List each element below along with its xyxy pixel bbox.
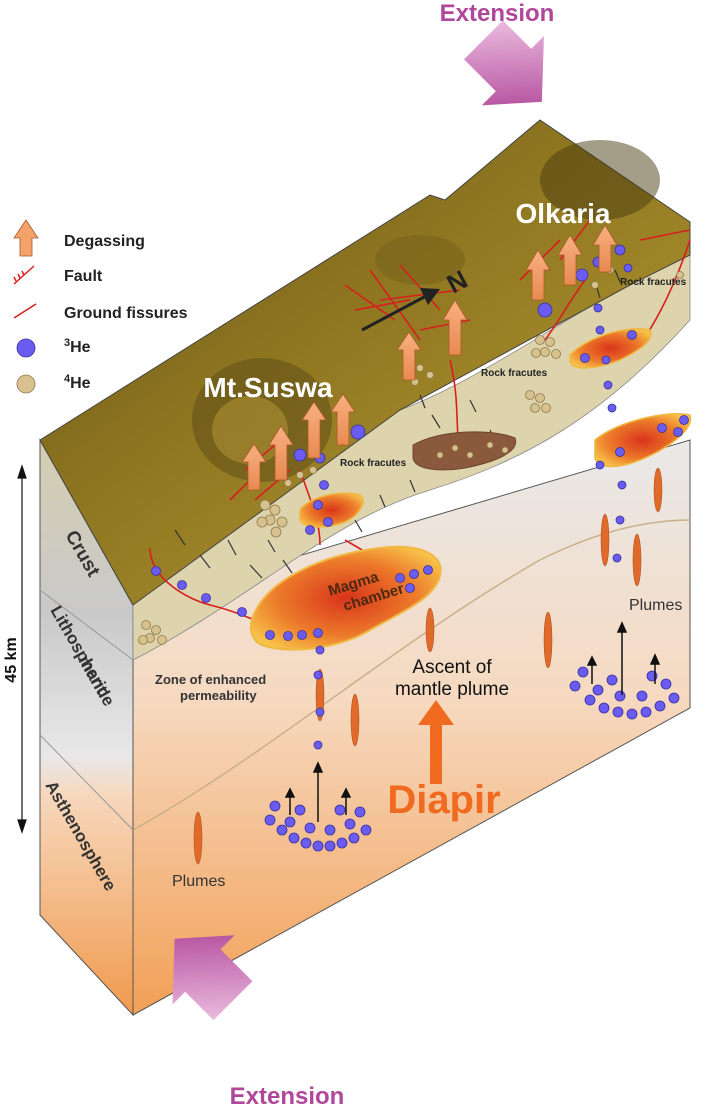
plumes-drops bbox=[193, 467, 663, 865]
magma-chamber-main bbox=[249, 545, 442, 651]
plumes-label-right: Plumes bbox=[629, 597, 682, 614]
legend-label-helium3: He bbox=[70, 339, 91, 356]
depth-scale bbox=[17, 464, 27, 834]
diapir-label: Diapir bbox=[387, 778, 500, 822]
degassing-legend-icon bbox=[13, 219, 39, 257]
rock-fractures-label-1: Rock fracutes bbox=[340, 458, 407, 469]
legend-label-degassing: Degassing bbox=[64, 233, 145, 250]
brown-magma-body bbox=[412, 431, 517, 471]
mt-suswa-label: Mt.Suswa bbox=[203, 372, 333, 403]
extension-bottom-label: Extension bbox=[230, 1083, 345, 1110]
legend: Degassing Fault Ground fissures 3He 4He bbox=[13, 219, 188, 394]
svg-text:3He: 3He bbox=[64, 337, 91, 356]
legend-sup-helium3: 3 bbox=[64, 337, 70, 349]
helium4-legend-icon bbox=[16, 374, 36, 394]
olkaria-label: Olkaria bbox=[516, 198, 611, 229]
helium3-legend-icon bbox=[16, 338, 36, 358]
plumes-label-left: Plumes bbox=[172, 873, 225, 890]
ground-fissure-legend-icon bbox=[13, 303, 37, 319]
extension-arrow-bottom bbox=[172, 935, 253, 1021]
rock-fractures-label-2: Rock fracutes bbox=[481, 368, 548, 379]
extension-top-label: Extension bbox=[440, 0, 555, 27]
rock-fractures-label-3: Rock fracutes bbox=[620, 277, 687, 288]
extension-arrow-top bbox=[464, 20, 544, 106]
legend-sup-helium4: 4 bbox=[64, 373, 71, 385]
legend-item-helium4: 4He bbox=[16, 373, 91, 394]
degassing-arrows bbox=[241, 224, 618, 491]
helium3-dots bbox=[151, 244, 689, 852]
zone-label-line2: permeability bbox=[180, 688, 257, 703]
svg-text:4He: 4He bbox=[64, 373, 91, 392]
legend-item-fault: Fault bbox=[13, 265, 103, 285]
legend-label-fault: Fault bbox=[64, 268, 103, 285]
ascent-label-line2: mantle plume bbox=[395, 679, 509, 700]
legend-label-ground-fissures: Ground fissures bbox=[64, 305, 188, 322]
zone-label-line1: Zone of enhanced bbox=[155, 672, 266, 687]
fault-legend-icon bbox=[13, 265, 35, 285]
legend-item-degassing: Degassing bbox=[13, 219, 145, 257]
ascent-label-line1: Ascent of bbox=[412, 657, 492, 678]
plume-arrows bbox=[284, 621, 661, 822]
depth-label: 45 km bbox=[3, 637, 20, 682]
legend-item-ground-fissures: Ground fissures bbox=[13, 303, 188, 322]
diapir-arrow bbox=[418, 700, 454, 784]
legend-label-helium4: He bbox=[70, 375, 91, 392]
legend-item-helium3: 3He bbox=[16, 337, 91, 358]
